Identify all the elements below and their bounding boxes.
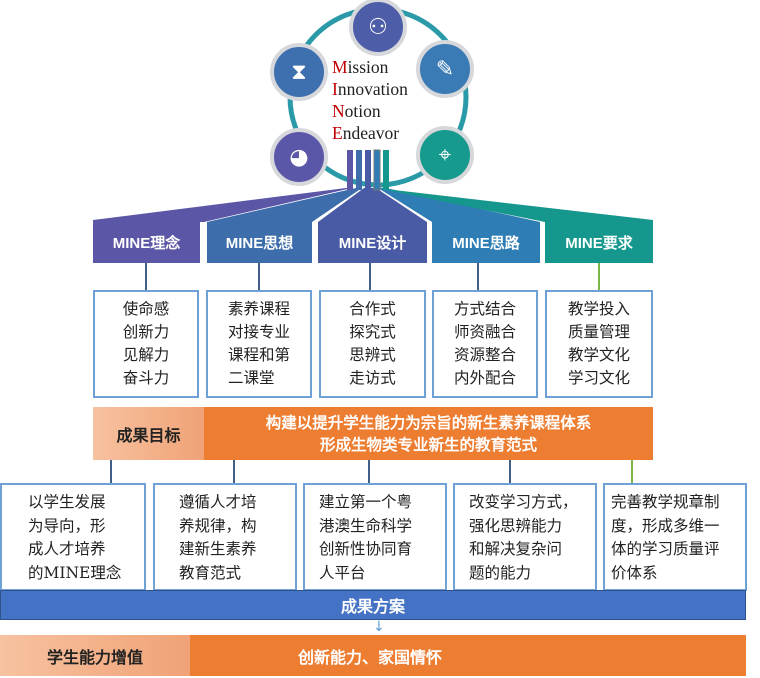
value-label: 学生能力增值 [0,635,190,676]
mine-line-innovation: Innovation [332,78,408,100]
concept-box: 使命感 创新力 见解力 奋斗力 [93,290,199,398]
rest-mission: ission [347,57,389,77]
goal-label: 成果目标 [93,407,204,460]
plan-band: 成果方案 [0,590,746,620]
hourglass-icon: ⧗ [270,43,328,101]
mine-line-notion: Notion [332,100,381,122]
hub-graphic [93,6,653,222]
pie-chart-icon: ◕ [270,128,328,186]
plan-box-3: 建立第一个粤 港澳生命科学 创新性协同育 人平台 [303,483,447,591]
connector-line [598,263,600,290]
stem-2 [356,150,362,190]
tab-mine-design: MINE设计 [318,222,427,263]
plan-text-2: 遵循人才培 养规律，构 建新生素养 教育范式 [179,493,257,582]
plan-box-4: 改变学习方式， 强化思辨能力 和解决复杂问 题的能力 [453,483,597,591]
initial-n: N [332,101,345,121]
goal-line-1: 构建以提升学生能力为宗旨的新生素养课程体系 [265,412,592,432]
stem-4 [373,149,381,191]
two-heads-icon: ⚇ [349,0,407,56]
tab-mine-thought: MINE思想 [207,222,312,263]
design-box: 合作式 探究式 思辨式 走访式 [319,290,426,398]
value-text: 创新能力、家国情怀 [190,635,746,676]
connector-line [477,263,479,290]
connector-line [110,460,112,483]
connector-line [631,460,633,483]
connector-line [233,460,235,483]
initial-m: M [332,57,348,77]
connector-line [145,263,147,290]
plan-text-5: 完善教学规章制 度，形成多维一 体的学习质量评 价体系 [611,493,720,582]
tab-mine-concept: MINE理念 [93,222,200,263]
connector-line [368,460,370,483]
goal-line-2: 形成生物类专业新生的教育范式 [319,434,537,454]
thought-box: 素养课程 对接专业 课程和第 二课堂 [206,290,312,398]
roof-1 [93,188,352,222]
rest-notion: otion [344,101,381,121]
requirement-box: 教学投入 质量管理 教学文化 学习文化 [545,290,653,398]
goal-text: 构建以提升学生能力为宗旨的新生素养课程体系 形成生物类专业新生的教育范式 [204,407,653,460]
connector-line [369,263,371,290]
design-items: 合作式 探究式 思辨式 走访式 [349,300,396,387]
initial-e: E [332,123,343,143]
roof-5 [386,190,653,222]
plan-text-4: 改变学习方式， 强化思辨能力 和解决复杂问 题的能力 [469,493,578,582]
tab-mine-requirement: MINE要求 [545,222,653,263]
plan-text-3: 建立第一个粤 港澳生命科学 创新性协同育 人平台 [319,493,413,582]
concept-items: 使命感 创新力 见解力 奋斗力 [122,300,170,387]
stem-1 [347,150,353,190]
roof-2 [207,188,362,222]
plan-box-5: 完善教学规章制 度，形成多维一 体的学习质量评 价体系 [603,483,747,591]
rest-endeavor: ndeavor [342,123,400,143]
plan-text-1: 以学生发展 为导向，形 成人才培养 的MINE理念 [28,493,122,582]
connector-line [509,460,511,483]
thought-items: 素养课程 对接专业 课程和第 二课堂 [227,300,290,387]
approach-box: 方式结合 师资融合 资源整合 内外配合 [432,290,538,398]
down-arrow-icon: ↓ [373,619,385,635]
stem-5 [383,150,389,190]
approach-items: 方式结合 师资融合 资源整合 内外配合 [453,300,516,387]
plan-box-1: 以学生发展 为导向，形 成人才培养 的MINE理念 [0,483,146,591]
document-edit-icon: ✎ [416,40,474,98]
plan-box-2: 遵循人才培 养规律，构 建新生素养 教育范式 [153,483,297,591]
rest-innovation: nnovation [337,79,408,99]
location-pin-icon: ⌖ [416,126,474,184]
connector-line [258,263,260,290]
mine-line-endeavor: Endeavor [332,122,399,144]
mine-line-mission: Mission [332,56,388,78]
roof-3 [318,188,427,222]
initial-i: I [332,79,338,99]
requirement-items: 教学投入 质量管理 教学文化 学习文化 [567,300,630,387]
stem-3 [365,150,371,190]
tab-mine-approach: MINE思路 [432,222,540,263]
